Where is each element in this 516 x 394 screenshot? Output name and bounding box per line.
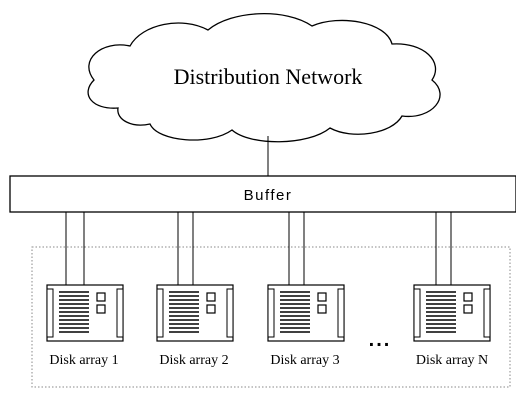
ellipsis: ... [369, 329, 392, 351]
disk-array-1: Disk array 1 [46, 284, 124, 368]
buffer-block: Buffer [9, 175, 516, 213]
channel-2 [177, 212, 194, 285]
disk-array-label: Disk array 3 [270, 353, 339, 368]
channel-n [435, 212, 452, 285]
disk-array-label: Disk array 2 [159, 353, 228, 368]
channel-3 [288, 212, 305, 285]
disk-array-n: Disk array N [413, 284, 491, 368]
distribution-network-cloud: Distribution Network [87, 13, 441, 143]
disk-array-2: Disk array 2 [156, 284, 234, 368]
buffer-label: Buffer [244, 187, 293, 204]
disk-array-label: Disk array 1 [49, 353, 118, 368]
disk-array-icon [46, 284, 124, 342]
disk-array-3: Disk array 3 [267, 284, 345, 368]
disk-array-group-boundary [31, 246, 511, 388]
disk-array-icon [156, 284, 234, 342]
disk-array-icon [413, 284, 491, 342]
network-label: Distribution Network [174, 64, 363, 89]
disk-array-icon [267, 284, 345, 342]
channel-1 [65, 212, 85, 285]
disk-array-label: Disk array N [416, 353, 488, 368]
